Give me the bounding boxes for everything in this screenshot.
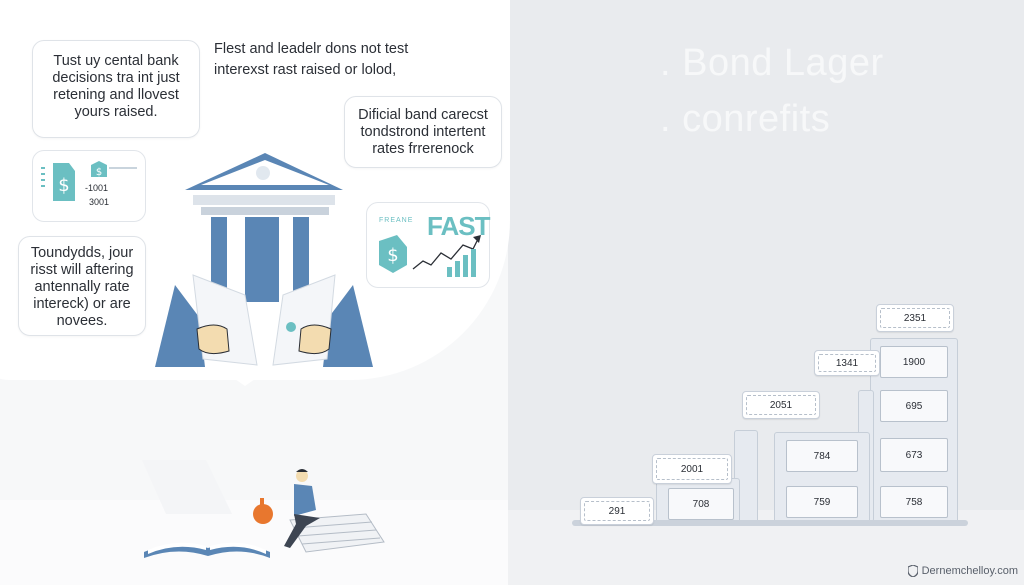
fast-card-tiny-text: FREANE [379, 217, 414, 224]
bond-tag: 1341 [814, 350, 880, 376]
svg-text:$: $ [96, 167, 102, 178]
note-bottom-left: Toundydds, jour risst will aftering ante… [18, 236, 146, 336]
central-bank-icon [155, 153, 373, 367]
heading-line2: . conrefits [660, 98, 831, 140]
dollar-card-line1: -1001 [85, 183, 109, 193]
svg-text:$: $ [387, 245, 398, 266]
bond-label: 708 [668, 488, 734, 520]
bond-label: 758 [880, 486, 948, 518]
growth-chart-icon: $ [379, 235, 481, 277]
bond-label: 784 [786, 440, 858, 472]
bond-label: 695 [880, 390, 948, 422]
reading-person-icon [142, 460, 385, 558]
heading-line1: . Bond Lager [660, 42, 884, 84]
shield-icon [907, 565, 918, 577]
bond-label: 673 [880, 438, 948, 472]
bond-label: 1900 [880, 346, 948, 378]
watermark-text: Dernemchelloy.com [921, 565, 1018, 577]
dollar-card: $ $ -1001 3001 [32, 150, 146, 222]
svg-text:$: $ [58, 175, 69, 196]
note-top-center: Flest and leadelr dons not test interexs… [214, 41, 409, 78]
watermark: Dernemchelloy.com [907, 565, 1018, 577]
dollar-tag-icon: $ $ [41, 161, 137, 201]
bond-tag: 2001 [652, 454, 732, 484]
dollar-card-line2: 3001 [89, 197, 110, 207]
note-top-left: Tust uy cental bank decisions tra int ju… [32, 40, 200, 138]
bond-tag: 2351 [876, 304, 954, 332]
note-right-upper: Dificial band carecst tondstrond interte… [344, 96, 502, 168]
bond-base [572, 520, 968, 526]
fast-card: FREANE FAST $ [366, 202, 490, 288]
bond-tag: 2051 [742, 391, 820, 419]
bond-label: 759 [786, 486, 858, 518]
bond-tag: 291 [580, 497, 654, 525]
